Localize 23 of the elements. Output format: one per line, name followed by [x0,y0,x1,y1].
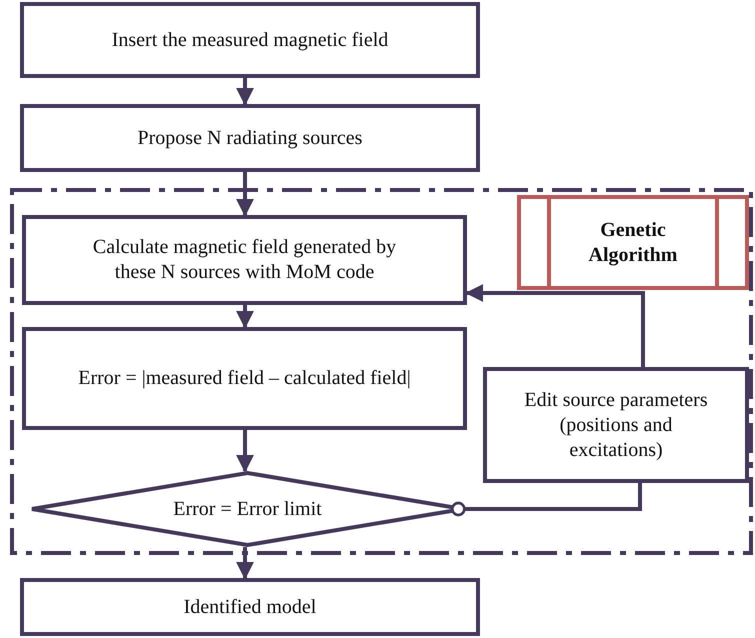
node-label: Calculate magnetic field generated by these N sources with MoM code [92,235,398,285]
node-label: Identified model [184,594,316,620]
arrow [465,284,645,367]
process-box [20,578,480,636]
dashed-boundary [10,188,753,555]
arrow [236,172,254,217]
arrow [236,78,254,106]
process-box [20,104,480,172]
node-label: Error = |measured field – calculated field| [78,366,411,391]
arrow [236,305,254,329]
node-label: Edit source parameters (positions and excitations) [523,388,709,462]
process-box [483,367,749,483]
process-box [22,327,467,430]
process-box [22,215,467,305]
node-label: Insert the measured magnetic field [112,28,388,52]
process-box [20,2,480,78]
predefined-process-box [517,195,749,290]
arrow [236,430,254,473]
connector [451,483,642,516]
node-label: Genetic Algorithm [588,218,678,268]
arrow [236,547,254,580]
node-label: Error = Error limit [173,496,322,522]
node-label: Propose N radiating sources [138,126,362,150]
